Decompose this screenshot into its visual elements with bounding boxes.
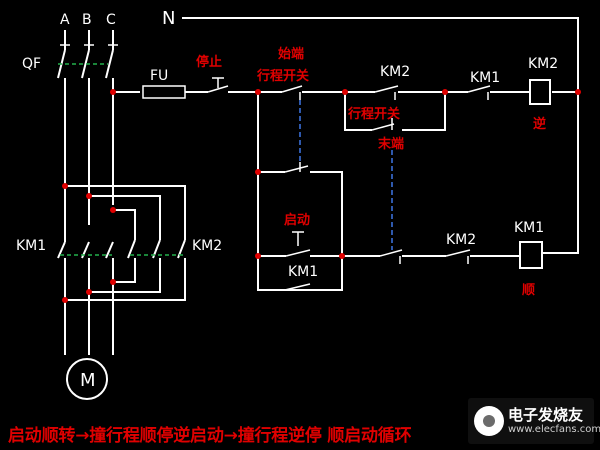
limit-bottom-contact — [379, 249, 403, 264]
control-circuit: N FU 停止 始端 行程开关 KM2 行程开关 末端 KM1 KM2 逆 — [142, 8, 581, 298]
start-button-symbol — [285, 231, 311, 257]
motor-feed-wires — [64, 258, 114, 355]
top-branch — [258, 171, 343, 255]
km2-aux-label: KM2 — [380, 64, 410, 80]
breaker-label: QF — [22, 56, 41, 72]
km2-out-a — [65, 258, 186, 301]
forward-label: 顺 — [522, 283, 535, 298]
km2-main-contacts — [127, 239, 186, 259]
phase-feed-wires — [64, 78, 140, 242]
km2-out-c — [113, 258, 136, 283]
watermark-name: 电子发烧友 — [508, 406, 584, 424]
km2-aux-contact — [374, 85, 399, 100]
km1-coil-label: KM1 — [514, 220, 544, 236]
km2-coil — [529, 79, 551, 105]
km2-cross-top-a — [65, 185, 186, 240]
phase-input-wires — [64, 30, 114, 50]
power-circuit: A B C QF KM1 KM2 M — [16, 12, 222, 400]
neutral-wire — [182, 17, 579, 254]
limit-nc-contact — [284, 162, 309, 173]
stop-label: 停止 — [196, 54, 222, 70]
limit-switch-top-label: 行程开关 — [256, 68, 309, 84]
elecfans-logo-icon — [474, 406, 504, 436]
km2-interlock-label: KM2 — [446, 232, 476, 248]
sequence-caption: 启动顺转→撞行程顺停逆启动→撞行程逆停 顺启动循环 — [8, 426, 412, 446]
end-limit-label: 末端 — [377, 136, 404, 152]
reverse-label: 逆 — [533, 116, 546, 132]
km2-interlock-contact — [445, 249, 471, 264]
motor-label: M — [80, 370, 96, 391]
km2-main-label: KM2 — [192, 238, 222, 254]
km1-main-label: KM1 — [16, 238, 46, 254]
phase-c-label: C — [106, 12, 116, 28]
parallel-box — [344, 92, 446, 131]
fuse-label: FU — [150, 68, 168, 84]
limit-switch-mid-symbol — [371, 118, 395, 131]
km1-interlock-contact — [467, 85, 491, 100]
km2-cross-top-c — [113, 209, 136, 240]
km1-interlock-label: KM1 — [470, 70, 500, 86]
watermark-url: www.elecfans.com — [508, 424, 600, 435]
start-limit-label: 始端 — [278, 46, 304, 62]
km1-coil — [519, 241, 543, 269]
km2-coil-label: KM2 — [528, 56, 558, 72]
km1-hold-label: KM1 — [288, 264, 318, 280]
left-bus — [257, 92, 343, 291]
phase-a-label: A — [60, 12, 70, 28]
fuse-body — [142, 85, 186, 99]
watermark: 电子发烧友 www.elecfans.com — [468, 398, 600, 444]
neutral-label: N — [162, 8, 175, 29]
km1-hold-contact — [284, 283, 311, 291]
start-label: 启动 — [284, 212, 310, 228]
km2-out-b — [89, 258, 161, 293]
limit-switch-mid-label: 行程开关 — [347, 106, 400, 122]
stop-button-symbol — [207, 77, 229, 93]
motor-circle — [66, 358, 108, 400]
limit-switch-top-symbol — [281, 85, 303, 100]
phase-b-label: B — [82, 12, 92, 28]
km2-cross-top-b — [89, 195, 161, 240]
